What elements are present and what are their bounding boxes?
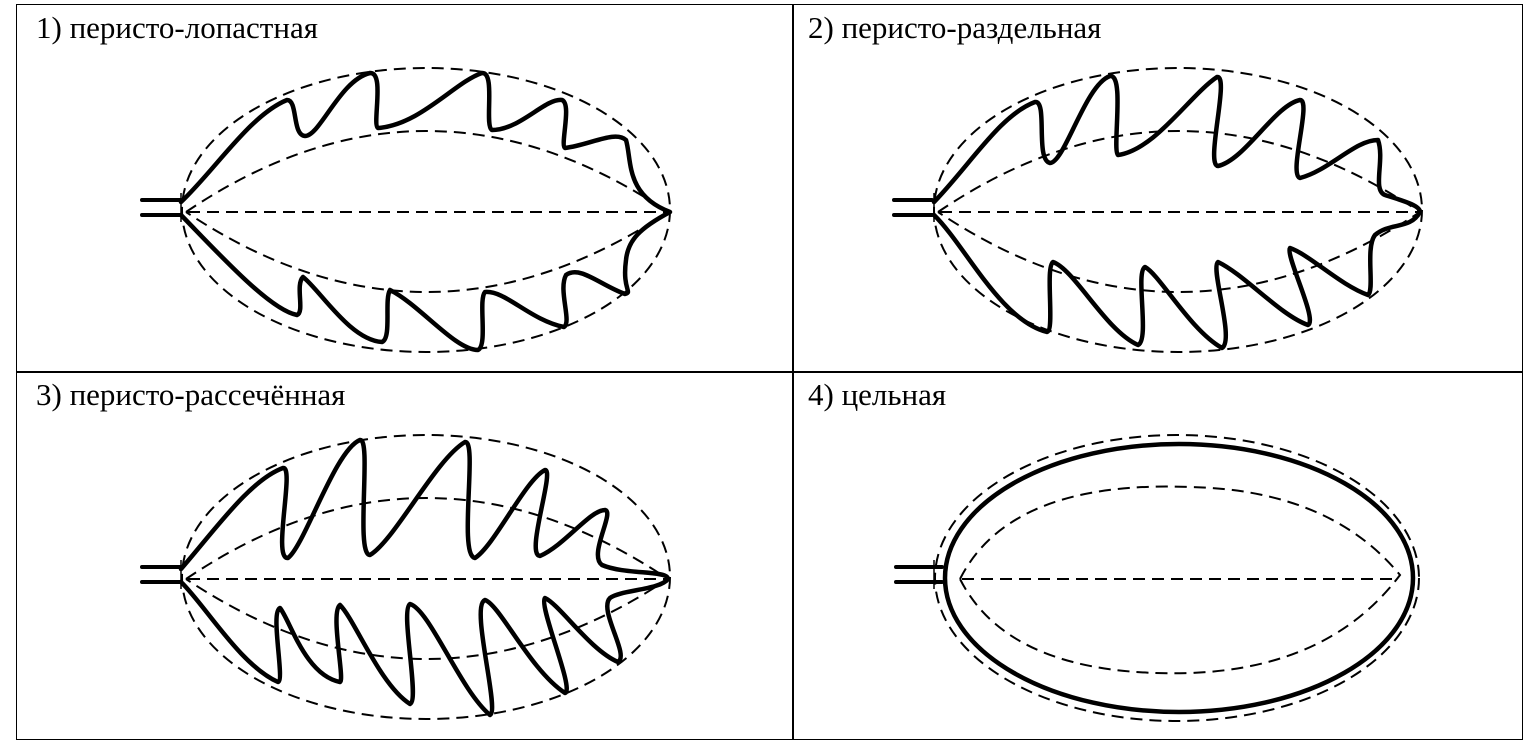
leaf-2-petiole [892,198,934,217]
leaf-3-petiole [140,565,182,584]
leaf-1-margin [178,70,673,353]
leaf-2-pinnately-parted [892,67,1423,353]
cell-2-label: 2) перисто-раздельная [808,10,1102,45]
leaf-4-entire [894,434,1420,722]
leaf-2-margin [931,73,1423,351]
leaf-1-pinnately-lobed [140,67,673,353]
leaf-4-margin [942,441,1416,715]
table-row-divider [16,371,1523,373]
leaf-3-pinnately-dissected [140,434,671,720]
leaf-4-inner-guide [959,485,1402,675]
leaf-3-outer-outline [181,434,671,720]
leaf-1-petiole [140,198,182,217]
leaf-3-margin [178,437,671,718]
cell-3-label: 3) перисто-рассечённая [36,377,346,412]
leaf-4-outer-outline [934,434,1420,722]
cell-4-label: 4) цельная [808,377,947,412]
cell-1-label: 1) перисто-лопастная [36,10,318,45]
